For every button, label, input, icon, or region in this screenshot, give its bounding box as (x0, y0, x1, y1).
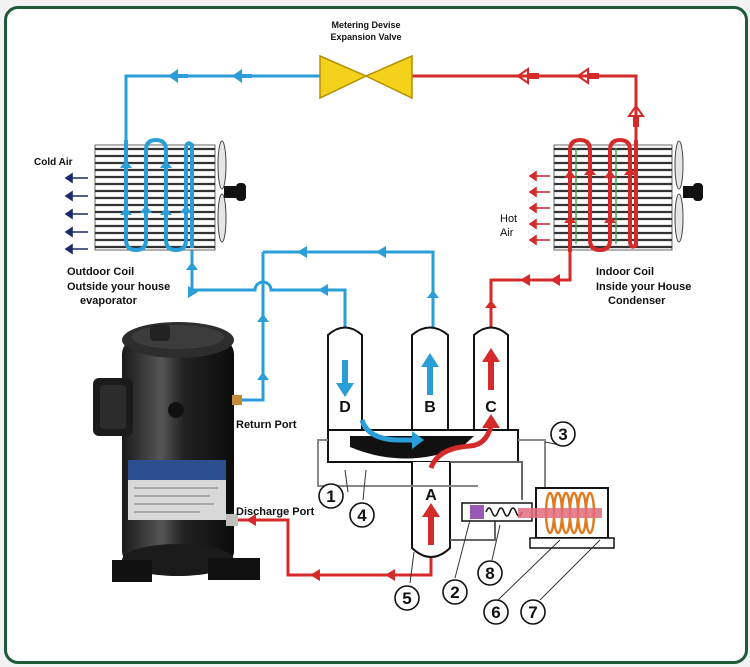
red-discharge-line-up (489, 252, 572, 335)
callout-5: 5 (402, 589, 411, 608)
callout-lines (344, 441, 601, 601)
outdoor-coil-label-3: evaporator (80, 295, 138, 307)
outdoor-coil-label-2: Outside your house (67, 281, 170, 293)
callout-4: 4 (357, 506, 367, 525)
blue-suction-line-2 (263, 250, 435, 335)
callout-3: 3 (558, 425, 567, 444)
blue-return-line (235, 252, 265, 402)
cold-air-arrows (64, 172, 88, 255)
solenoid-assembly (461, 487, 615, 549)
cold-air-label: Cold Air (34, 157, 73, 168)
reversing-valve: D B C A (317, 326, 546, 558)
indoor-coil (553, 137, 673, 253)
outdoor-fan-icon (217, 140, 246, 243)
callout-1: 1 (326, 487, 335, 506)
return-port-label: Return Port (236, 419, 297, 431)
callout-2: 2 (450, 583, 459, 602)
hot-air-arrows (528, 170, 550, 246)
outdoor-coil-label-1: Outdoor Coil (67, 266, 134, 278)
valve-label-2: Expansion Valve (330, 32, 401, 42)
indoor-coil-label-3: Condenser (608, 295, 666, 307)
discharge-port-label: Discharge Port (236, 506, 315, 518)
callout-7: 7 (528, 603, 537, 622)
expansion-valve (319, 54, 413, 100)
indoor-coil-label-1: Indoor Coil (596, 266, 654, 278)
outdoor-coil (94, 137, 216, 253)
valve-label-1: Metering Devise (331, 20, 400, 30)
hot-air-label-2: Air (500, 227, 514, 239)
discharge-arrows (246, 514, 395, 581)
compressor (93, 322, 260, 582)
callout-circles (318, 421, 576, 625)
red-discharge-line (235, 518, 433, 577)
port-c-label: C (485, 399, 497, 416)
callout-6: 6 (491, 603, 500, 622)
top-line-arrows (168, 67, 645, 127)
red-liquid-line (408, 74, 638, 140)
blue-liquid-line (124, 74, 325, 140)
hot-air-label-1: Hot (500, 213, 517, 225)
port-d-label: D (339, 399, 351, 416)
callout-8: 8 (485, 564, 494, 583)
port-a-label: A (425, 487, 437, 504)
discharge-up-arrows (485, 274, 560, 308)
indoor-fan-icon (674, 140, 703, 243)
indoor-coil-label-2: Inside your House (596, 281, 691, 293)
suction-arrows (186, 246, 439, 380)
port-b-label: B (424, 399, 436, 416)
